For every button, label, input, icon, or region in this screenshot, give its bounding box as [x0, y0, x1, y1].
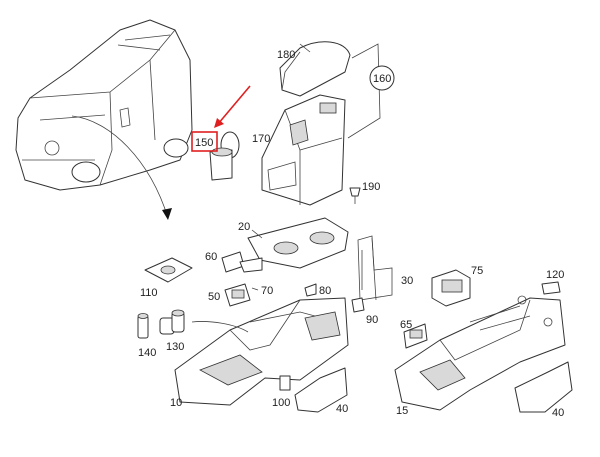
armrest-lid[interactable] [279, 41, 351, 97]
interior-arrow [71, 115, 169, 219]
callout-10[interactable]: 10 [170, 397, 182, 409]
switch-75[interactable] [431, 269, 471, 307]
leader-20 [251, 229, 263, 239]
bracket-160 [347, 43, 381, 139]
side-panel-right[interactable] [514, 361, 573, 413]
callout-30[interactable]: 30 [401, 275, 413, 287]
callout-15[interactable]: 15 [396, 405, 408, 417]
leader-180 [299, 43, 311, 53]
callout-100[interactable]: 100 [272, 397, 290, 409]
callout-40-right[interactable]: 40 [552, 407, 564, 419]
socket-130[interactable] [159, 309, 185, 335]
callout-120[interactable]: 120 [546, 269, 564, 281]
callout-80[interactable]: 80 [319, 285, 331, 297]
callout-60[interactable]: 60 [205, 251, 217, 263]
red-arrow [217, 85, 251, 125]
callout-90[interactable]: 90 [366, 314, 378, 326]
callout-180[interactable]: 180 [277, 49, 295, 61]
clip-80[interactable] [304, 283, 317, 297]
red-arrow-head [214, 118, 224, 128]
callout-50[interactable]: 50 [208, 291, 220, 303]
cover-plate[interactable] [144, 257, 193, 283]
van-illustration [15, 19, 193, 191]
part-65[interactable] [403, 323, 428, 349]
callout-150[interactable]: 150 [195, 137, 213, 149]
callout-65[interactable]: 65 [400, 319, 412, 331]
part-100[interactable] [279, 375, 291, 391]
lower-console-right[interactable] [394, 295, 566, 411]
leader-70 [251, 287, 259, 291]
callout-140[interactable]: 140 [138, 347, 156, 359]
callout-20[interactable]: 20 [238, 221, 250, 233]
callout-160[interactable]: 160 [373, 73, 391, 85]
socket-part[interactable] [209, 131, 240, 181]
callout-70[interactable]: 70 [261, 285, 273, 297]
part-120[interactable] [541, 281, 561, 295]
switch-50[interactable] [224, 283, 251, 307]
bracket-30[interactable] [357, 235, 393, 301]
connector-90[interactable] [351, 297, 365, 313]
switch-60[interactable] [221, 251, 263, 273]
callout-110[interactable]: 110 [140, 287, 158, 299]
highlight-box-150 [191, 131, 218, 152]
callout-170[interactable]: 170 [252, 133, 270, 145]
console-arrow [191, 321, 249, 333]
callout-130[interactable]: 130 [166, 341, 184, 353]
callout-75[interactable]: 75 [471, 265, 483, 277]
callout-circle-160 [369, 65, 395, 91]
callout-40-left[interactable]: 40 [336, 403, 348, 415]
lower-console[interactable] [174, 297, 349, 406]
callout-190[interactable]: 190 [362, 181, 380, 193]
socket-140[interactable] [137, 313, 149, 339]
console-box[interactable] [261, 94, 346, 206]
side-panel-left[interactable] [294, 367, 348, 413]
screw[interactable] [349, 187, 361, 204]
tray[interactable] [247, 217, 349, 269]
interior-arrow-head [162, 208, 172, 220]
